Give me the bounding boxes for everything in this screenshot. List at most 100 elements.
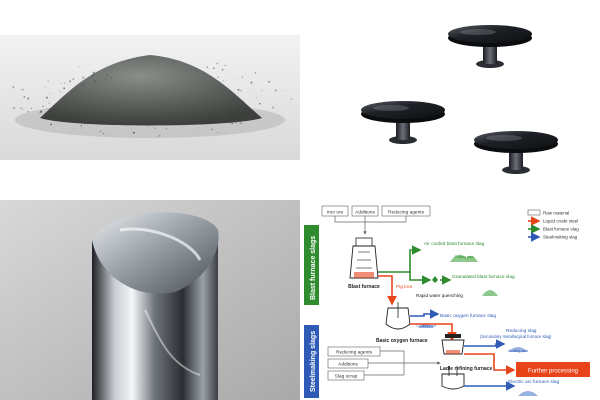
powder-speckle <box>222 80 224 82</box>
powder-speckle <box>108 81 110 82</box>
powder-speckle <box>23 96 26 98</box>
powder-speckle <box>61 83 62 84</box>
powder-speckle <box>224 64 226 67</box>
powder-speckle <box>77 104 80 107</box>
powder-speckle <box>98 124 100 125</box>
powder-speckle <box>242 106 244 108</box>
pedestal-discs-panel <box>300 0 600 200</box>
powder-speckle <box>47 80 49 82</box>
arrow-bof-slag <box>410 309 440 319</box>
powder-speckle <box>61 102 64 105</box>
powder-speckle <box>91 74 94 77</box>
powder-speckle <box>221 68 224 71</box>
powder-speckle <box>130 128 132 130</box>
powder-speckle <box>221 114 223 116</box>
reducing-input-slag-scrap: Slag scrap <box>335 374 358 380</box>
powder-speckle <box>74 98 76 100</box>
powder-speckle <box>125 65 127 67</box>
powder-speckle <box>92 71 95 74</box>
legend-swatch-raw-material <box>527 209 541 216</box>
powder-speckle <box>194 67 197 70</box>
powder-speckle <box>82 76 85 79</box>
powder-speckle <box>132 131 135 134</box>
powder-speckle <box>237 88 240 91</box>
powder-speckle <box>230 100 233 103</box>
powder-speckle <box>21 88 24 91</box>
pedestal-disc-icon <box>474 131 558 174</box>
powder-speckle <box>20 107 22 109</box>
reducing-input-reducing-agents: Reducing agents <box>336 350 373 356</box>
ladle-refining-furnace-label: Ladle refining furnace <box>440 366 492 372</box>
powder-speckle <box>224 107 226 109</box>
side-label-blast-furnace-slags: Blast furnace slags <box>310 236 317 300</box>
arrow-to-further-processing <box>464 353 516 375</box>
reducing-inputs-connector <box>364 350 440 376</box>
powder-speckle <box>211 128 213 130</box>
reducing-input-additions: Additions <box>338 362 358 368</box>
powder-speckle <box>12 90 14 92</box>
input-box-reducing-agents: Reducing agents <box>381 205 431 217</box>
powder-speckle <box>12 86 15 88</box>
metal-powder-photo-panel <box>0 0 300 200</box>
powder-speckle <box>231 114 234 117</box>
powder-speckle <box>129 78 131 80</box>
eaf-slag-label: Electric arc furnace slag <box>508 379 560 385</box>
legend-raw-material: Raw material <box>543 211 569 216</box>
steelmaking-slags-band <box>304 325 319 398</box>
water-tank-icon <box>432 276 438 283</box>
powder-speckle <box>158 134 161 136</box>
powder-speckle <box>170 124 173 126</box>
pig-iron-label: Pig iron <box>396 284 413 290</box>
powder-speckle <box>199 116 201 118</box>
powder-speckle <box>76 112 77 114</box>
metal-powder-pile-photo <box>0 35 300 160</box>
powder-speckle <box>77 110 79 113</box>
powder-speckle <box>93 80 96 83</box>
ingot-reflection <box>144 309 201 376</box>
slag-process-diagram: Blast furnace slags Steelmaking slags Ir… <box>304 205 590 398</box>
further-processing-box <box>516 362 590 377</box>
powder-speckle <box>82 77 84 79</box>
powder-speckle <box>38 99 39 101</box>
input-label-iron-ore: Iron ore <box>327 210 344 216</box>
powder-speckle <box>154 127 156 129</box>
powder-speckle <box>137 68 139 70</box>
powder-speckle <box>223 116 226 119</box>
granulated-pile <box>482 290 498 296</box>
pedestal-disc-icon <box>448 25 532 68</box>
powder-speckle <box>107 79 109 81</box>
powder-speckle <box>81 113 83 115</box>
input-box-iron-ore: Iron ore <box>321 205 349 217</box>
input-box-slag-scrap: Slag scrap <box>327 370 365 381</box>
input-box-additions: Additions <box>351 205 379 217</box>
powder-speckle <box>44 86 46 88</box>
powder-speckle <box>27 110 29 113</box>
reducing-slag-pile <box>508 347 528 352</box>
powder-speckle <box>268 115 270 116</box>
powder-speckle <box>48 102 50 105</box>
powder-speckle <box>282 90 284 91</box>
blast-furnace-slags-band <box>304 225 319 305</box>
powder-speckle <box>64 82 66 84</box>
powder-speckle <box>134 71 136 73</box>
powder-speckle <box>242 100 244 102</box>
powder-speckle <box>241 105 243 107</box>
powder-speckle <box>216 62 219 65</box>
powder-speckle <box>13 107 16 110</box>
arrow-air-cooled <box>378 245 422 273</box>
powder-speckle <box>254 90 256 91</box>
powder-speckle <box>245 105 248 108</box>
powder-speckle <box>237 78 239 80</box>
powder-speckle <box>165 127 168 130</box>
rapid-water-quenching-label: Rapid water quenching <box>416 293 463 298</box>
cooling-yard-label: Cooling yard <box>454 255 473 259</box>
powder-speckle <box>212 67 215 70</box>
reducing-cooling-yard-label: Cooling yard <box>508 349 527 353</box>
powder-speckle <box>102 132 105 135</box>
ladle-furnace-icon <box>441 334 465 355</box>
powder-pile <box>40 55 262 126</box>
reducing-slag-label: Reducing slag <box>506 328 537 334</box>
eaf-icon <box>441 366 465 390</box>
powder-speckle <box>134 136 136 137</box>
powder-speckle <box>49 101 51 103</box>
